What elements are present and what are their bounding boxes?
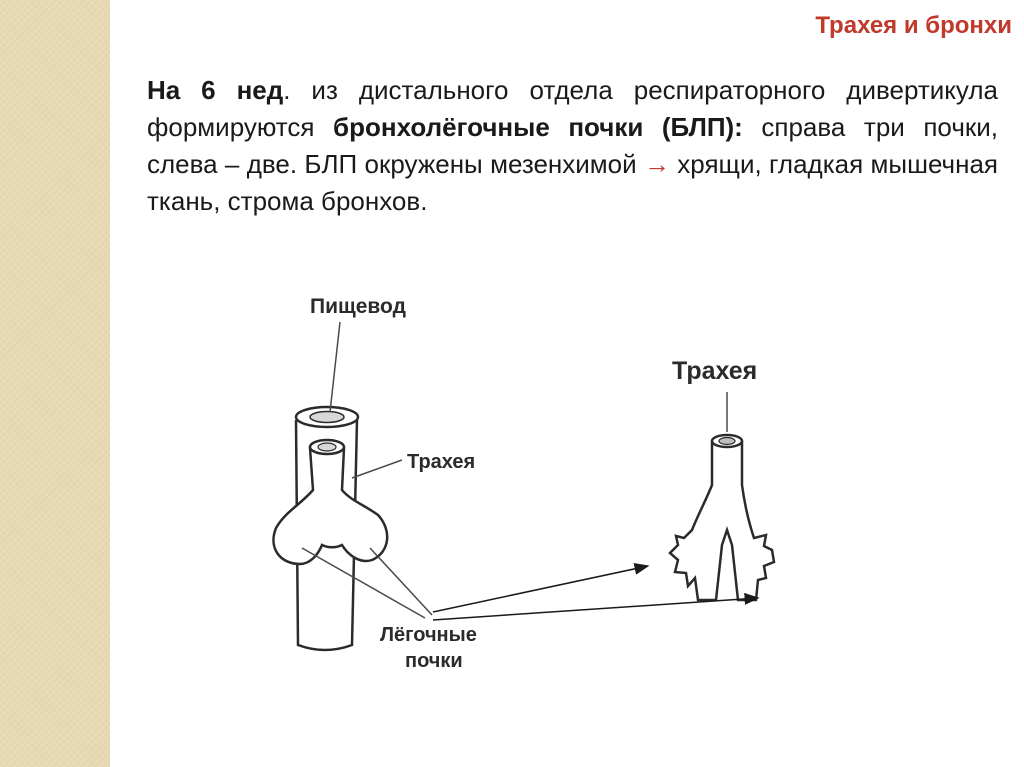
- arrow-to-left-bronchus-icon: [433, 566, 648, 612]
- esophagus-label: Пищевод: [310, 295, 406, 318]
- trachea-right-label: Трахея: [672, 357, 757, 385]
- trachea-left-label: Трахея: [407, 451, 475, 473]
- lung-buds-label-line1: Лёгочные: [380, 624, 477, 646]
- trachea-left-leader-line: [352, 460, 402, 478]
- leader-lines: [302, 322, 727, 618]
- trachea-with-buds-figure: [273, 440, 387, 564]
- lung-buds-label-line2: почки: [405, 650, 463, 672]
- esophagus-leader-line: [330, 322, 340, 412]
- bronchial-tree-figure: [670, 435, 774, 600]
